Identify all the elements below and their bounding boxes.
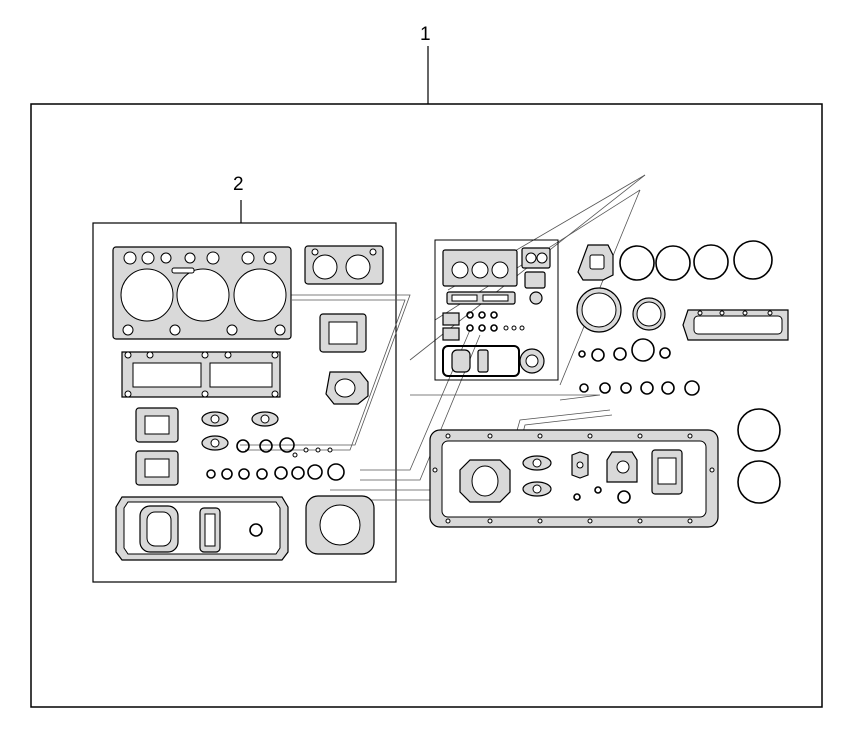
round-gaskets-mid bbox=[576, 287, 666, 333]
callout-1: 1 bbox=[420, 24, 431, 45]
o-rings-left bbox=[206, 437, 345, 481]
small-head-gasket bbox=[304, 245, 384, 285]
o-rings-row-1 bbox=[578, 338, 671, 362]
side-cover-gasket bbox=[682, 309, 789, 341]
kit-frame bbox=[30, 103, 823, 708]
pan-area-gaskets bbox=[459, 449, 683, 504]
o-rings-row-2 bbox=[579, 380, 700, 396]
oil-pan-gasket bbox=[429, 429, 719, 528]
square-gaskets-left bbox=[135, 407, 179, 486]
square-flange-gasket bbox=[319, 313, 367, 353]
oval-flange-gasket bbox=[325, 371, 369, 405]
small-kit-box bbox=[434, 239, 559, 381]
round-flange-gasket bbox=[305, 495, 375, 555]
manifold-gasket bbox=[121, 351, 281, 398]
cylinder-head-gasket bbox=[112, 246, 292, 340]
valve-cover-gasket bbox=[115, 496, 289, 561]
subkit-frame bbox=[92, 222, 397, 583]
thermostat-gasket bbox=[577, 244, 614, 281]
small-oval-gaskets bbox=[201, 411, 279, 451]
callout-2: 2 bbox=[233, 174, 244, 195]
large-o-rings-right bbox=[737, 408, 781, 504]
large-o-rings-top bbox=[619, 240, 773, 281]
